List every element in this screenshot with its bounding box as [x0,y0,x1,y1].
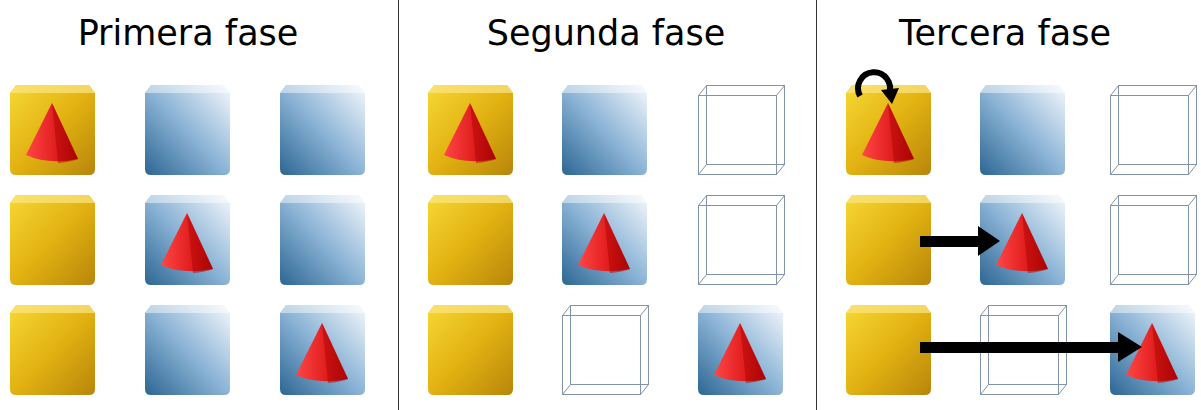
red-cone [26,103,78,163]
rotation-arrow-head [881,88,899,104]
red-cone [1126,323,1178,383]
wire-cube [563,306,649,395]
blue-cube [980,85,1065,175]
move-arrow-head [978,226,1000,256]
divider-line [816,0,817,410]
wire-cube [699,196,785,285]
blue-cube [280,85,365,175]
move-arrow-head [1118,332,1142,362]
red-cone [296,323,348,383]
move-arrow [920,236,982,247]
phase-heading: Segunda fase [487,12,726,54]
blue-cube [145,195,230,285]
red-cone [161,213,213,273]
yellow-cube [846,195,931,285]
divider-line [398,0,399,410]
yellow-cube [846,85,931,175]
phase-heading: Tercera fase [899,12,1111,54]
yellow-cube [10,195,95,285]
blue-cube [280,305,365,395]
yellow-cube [846,305,931,395]
blue-cube [1110,305,1195,395]
red-cone [996,213,1048,273]
move-arrow [920,342,1122,353]
blue-cube [280,195,365,285]
blue-cube [562,195,647,285]
wire-cube [1111,86,1197,175]
yellow-cube [428,85,513,175]
blue-cube [145,305,230,395]
wire-cube [1111,196,1197,285]
blue-cube [562,85,647,175]
yellow-cube [10,305,95,395]
yellow-cube [428,305,513,395]
yellow-cube [10,85,95,175]
red-cone [578,213,630,273]
red-cone [714,323,766,383]
wire-cube [699,86,785,175]
blue-cube [698,305,783,395]
yellow-cube [428,195,513,285]
red-cone [444,103,496,163]
phase-heading: Primera fase [78,12,299,54]
red-cone [862,103,914,163]
blue-cube [145,85,230,175]
